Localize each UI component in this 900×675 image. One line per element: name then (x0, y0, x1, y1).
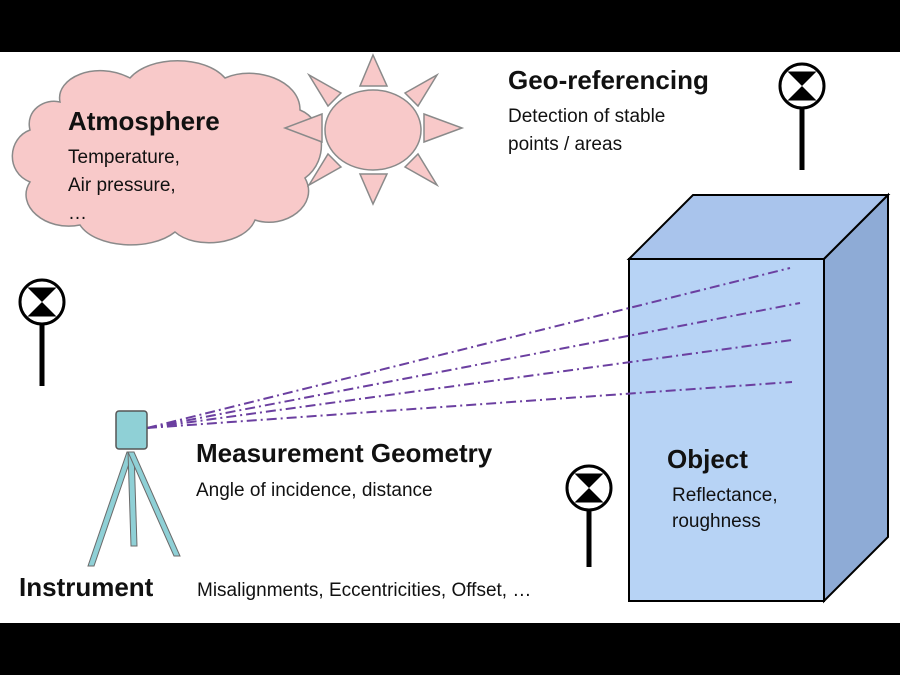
sun-icon (282, 53, 465, 206)
target-marker-icon (778, 62, 826, 170)
cloud-icon (11, 60, 322, 246)
target-marker-icon (18, 278, 66, 386)
atmosphere-line: Air pressure, (68, 175, 176, 196)
atmosphere-line: … (68, 203, 87, 224)
laser-beam (146, 339, 793, 429)
object-line: roughness (672, 511, 761, 532)
laser-beams (146, 267, 801, 429)
georef-line: points / areas (508, 134, 622, 155)
object-title: Object (667, 444, 748, 474)
instrument-detail: Misalignments, Eccentricities, Offset, … (197, 580, 531, 601)
instrument-title: Instrument (19, 572, 154, 602)
geometry-detail: Angle of incidence, distance (196, 480, 433, 501)
target-marker-icon (565, 464, 613, 567)
atmosphere-title: Atmosphere (68, 106, 220, 136)
geometry-title: Measurement Geometry (196, 438, 493, 468)
georef-title: Geo-referencing (508, 65, 709, 95)
laser-beam (146, 381, 793, 429)
laser-beam (146, 302, 801, 429)
object-line: Reflectance, (672, 485, 778, 506)
laser-scanner-icon (87, 410, 181, 567)
object-box (626, 192, 891, 604)
georef-line: Detection of stable (508, 106, 665, 127)
atmosphere-line: Temperature, (68, 147, 180, 168)
